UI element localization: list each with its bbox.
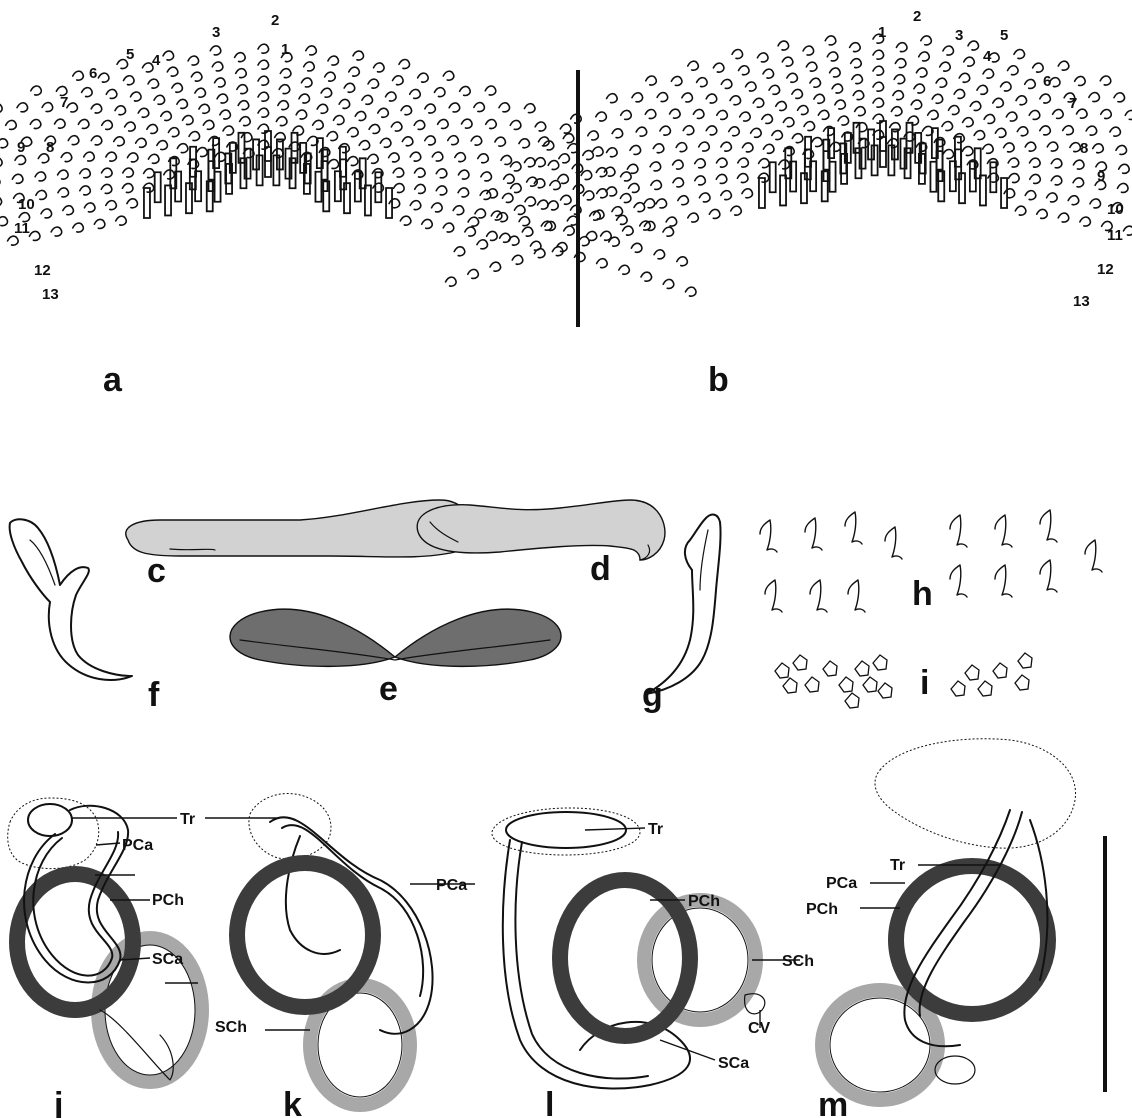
callout-pca-m: PCa xyxy=(826,875,857,892)
radula-a-row-13: 13 xyxy=(42,286,59,303)
organ-j xyxy=(8,798,202,1082)
tooth-f xyxy=(10,519,132,680)
panel-label-b: b xyxy=(708,361,729,399)
panel-label-h: h xyxy=(912,575,933,613)
radula-a-row-8: 8 xyxy=(46,139,54,156)
callout-pch-m: PCh xyxy=(806,901,838,918)
jaw-d xyxy=(417,500,665,560)
radula-a-row-6: 6 xyxy=(89,65,97,82)
panel-label-f: f xyxy=(148,676,160,714)
radula-a-row-3: 3 xyxy=(212,24,220,41)
panel-label-g: g xyxy=(642,676,663,714)
jaw-e xyxy=(230,609,561,666)
radula-a-row-2: 2 xyxy=(271,12,279,29)
callout-sca-l: SCa xyxy=(718,1055,749,1072)
panel-label-c: c xyxy=(147,552,166,590)
callout-tr-j: Tr xyxy=(180,811,195,828)
radula-a-row-4: 4 xyxy=(152,52,161,69)
organ-l xyxy=(492,808,765,1089)
panel-label-l: l xyxy=(545,1086,554,1118)
organ-k xyxy=(237,794,433,1105)
panel-label-i: i xyxy=(920,664,929,702)
radula-a-row-1: 1 xyxy=(281,41,289,58)
panel-label-a: a xyxy=(103,361,123,399)
radula-b-row-13: 13 xyxy=(1073,293,1090,310)
panel-label-j: j xyxy=(53,1086,63,1118)
radula-b-row-4: 4 xyxy=(983,48,992,65)
callout-tr-m: Tr xyxy=(890,857,905,874)
radula-a-row-12: 12 xyxy=(34,262,51,279)
radula-b-row-7: 7 xyxy=(1069,95,1077,112)
platelets-i xyxy=(775,653,1032,708)
radula-b-row-5: 5 xyxy=(1000,27,1008,44)
callout-pca-k: PCa xyxy=(436,877,467,894)
callout-pch-j: PCh xyxy=(152,892,184,909)
radula-b-row-2: 2 xyxy=(913,8,921,25)
radula-b-row-11: 11 xyxy=(1107,227,1123,244)
radula-b-row-6: 6 xyxy=(1043,73,1051,90)
callout-cv-l: CV xyxy=(748,1020,771,1037)
radula-drawing-b xyxy=(446,34,1132,286)
panel-label-e: e xyxy=(379,670,398,708)
callout-pch-l: PCh xyxy=(688,893,720,910)
radula-b-row-1: 1 xyxy=(878,24,886,41)
callout-sch-l: SCh xyxy=(782,953,814,970)
callout-tr-l: Tr xyxy=(648,821,663,838)
radula-a-row-10: 10 xyxy=(18,196,35,213)
radula-a-row-9: 9 xyxy=(17,139,25,156)
callout-sch-j: SCh xyxy=(215,1019,247,1036)
panel-label-m: m xyxy=(818,1086,848,1118)
radula-b-row-8: 8 xyxy=(1080,140,1088,157)
radula-a-row-5: 5 xyxy=(126,46,134,63)
radula-drawing-a xyxy=(0,44,696,296)
radula-a-row-7: 7 xyxy=(60,94,68,111)
panel-label-k: k xyxy=(283,1086,302,1118)
callout-sca-j: SCa xyxy=(152,951,183,968)
callout-pca-j: PCa xyxy=(122,837,153,854)
radula-b-row-12: 12 xyxy=(1097,261,1114,278)
panel-label-d: d xyxy=(590,550,611,588)
radula-b-row-10: 10 xyxy=(1107,201,1124,218)
radula-b-row-9: 9 xyxy=(1097,168,1105,185)
organ-m xyxy=(822,739,1076,1100)
radula-b-row-3: 3 xyxy=(955,27,963,44)
radula-a-row-11: 11 xyxy=(14,220,30,237)
